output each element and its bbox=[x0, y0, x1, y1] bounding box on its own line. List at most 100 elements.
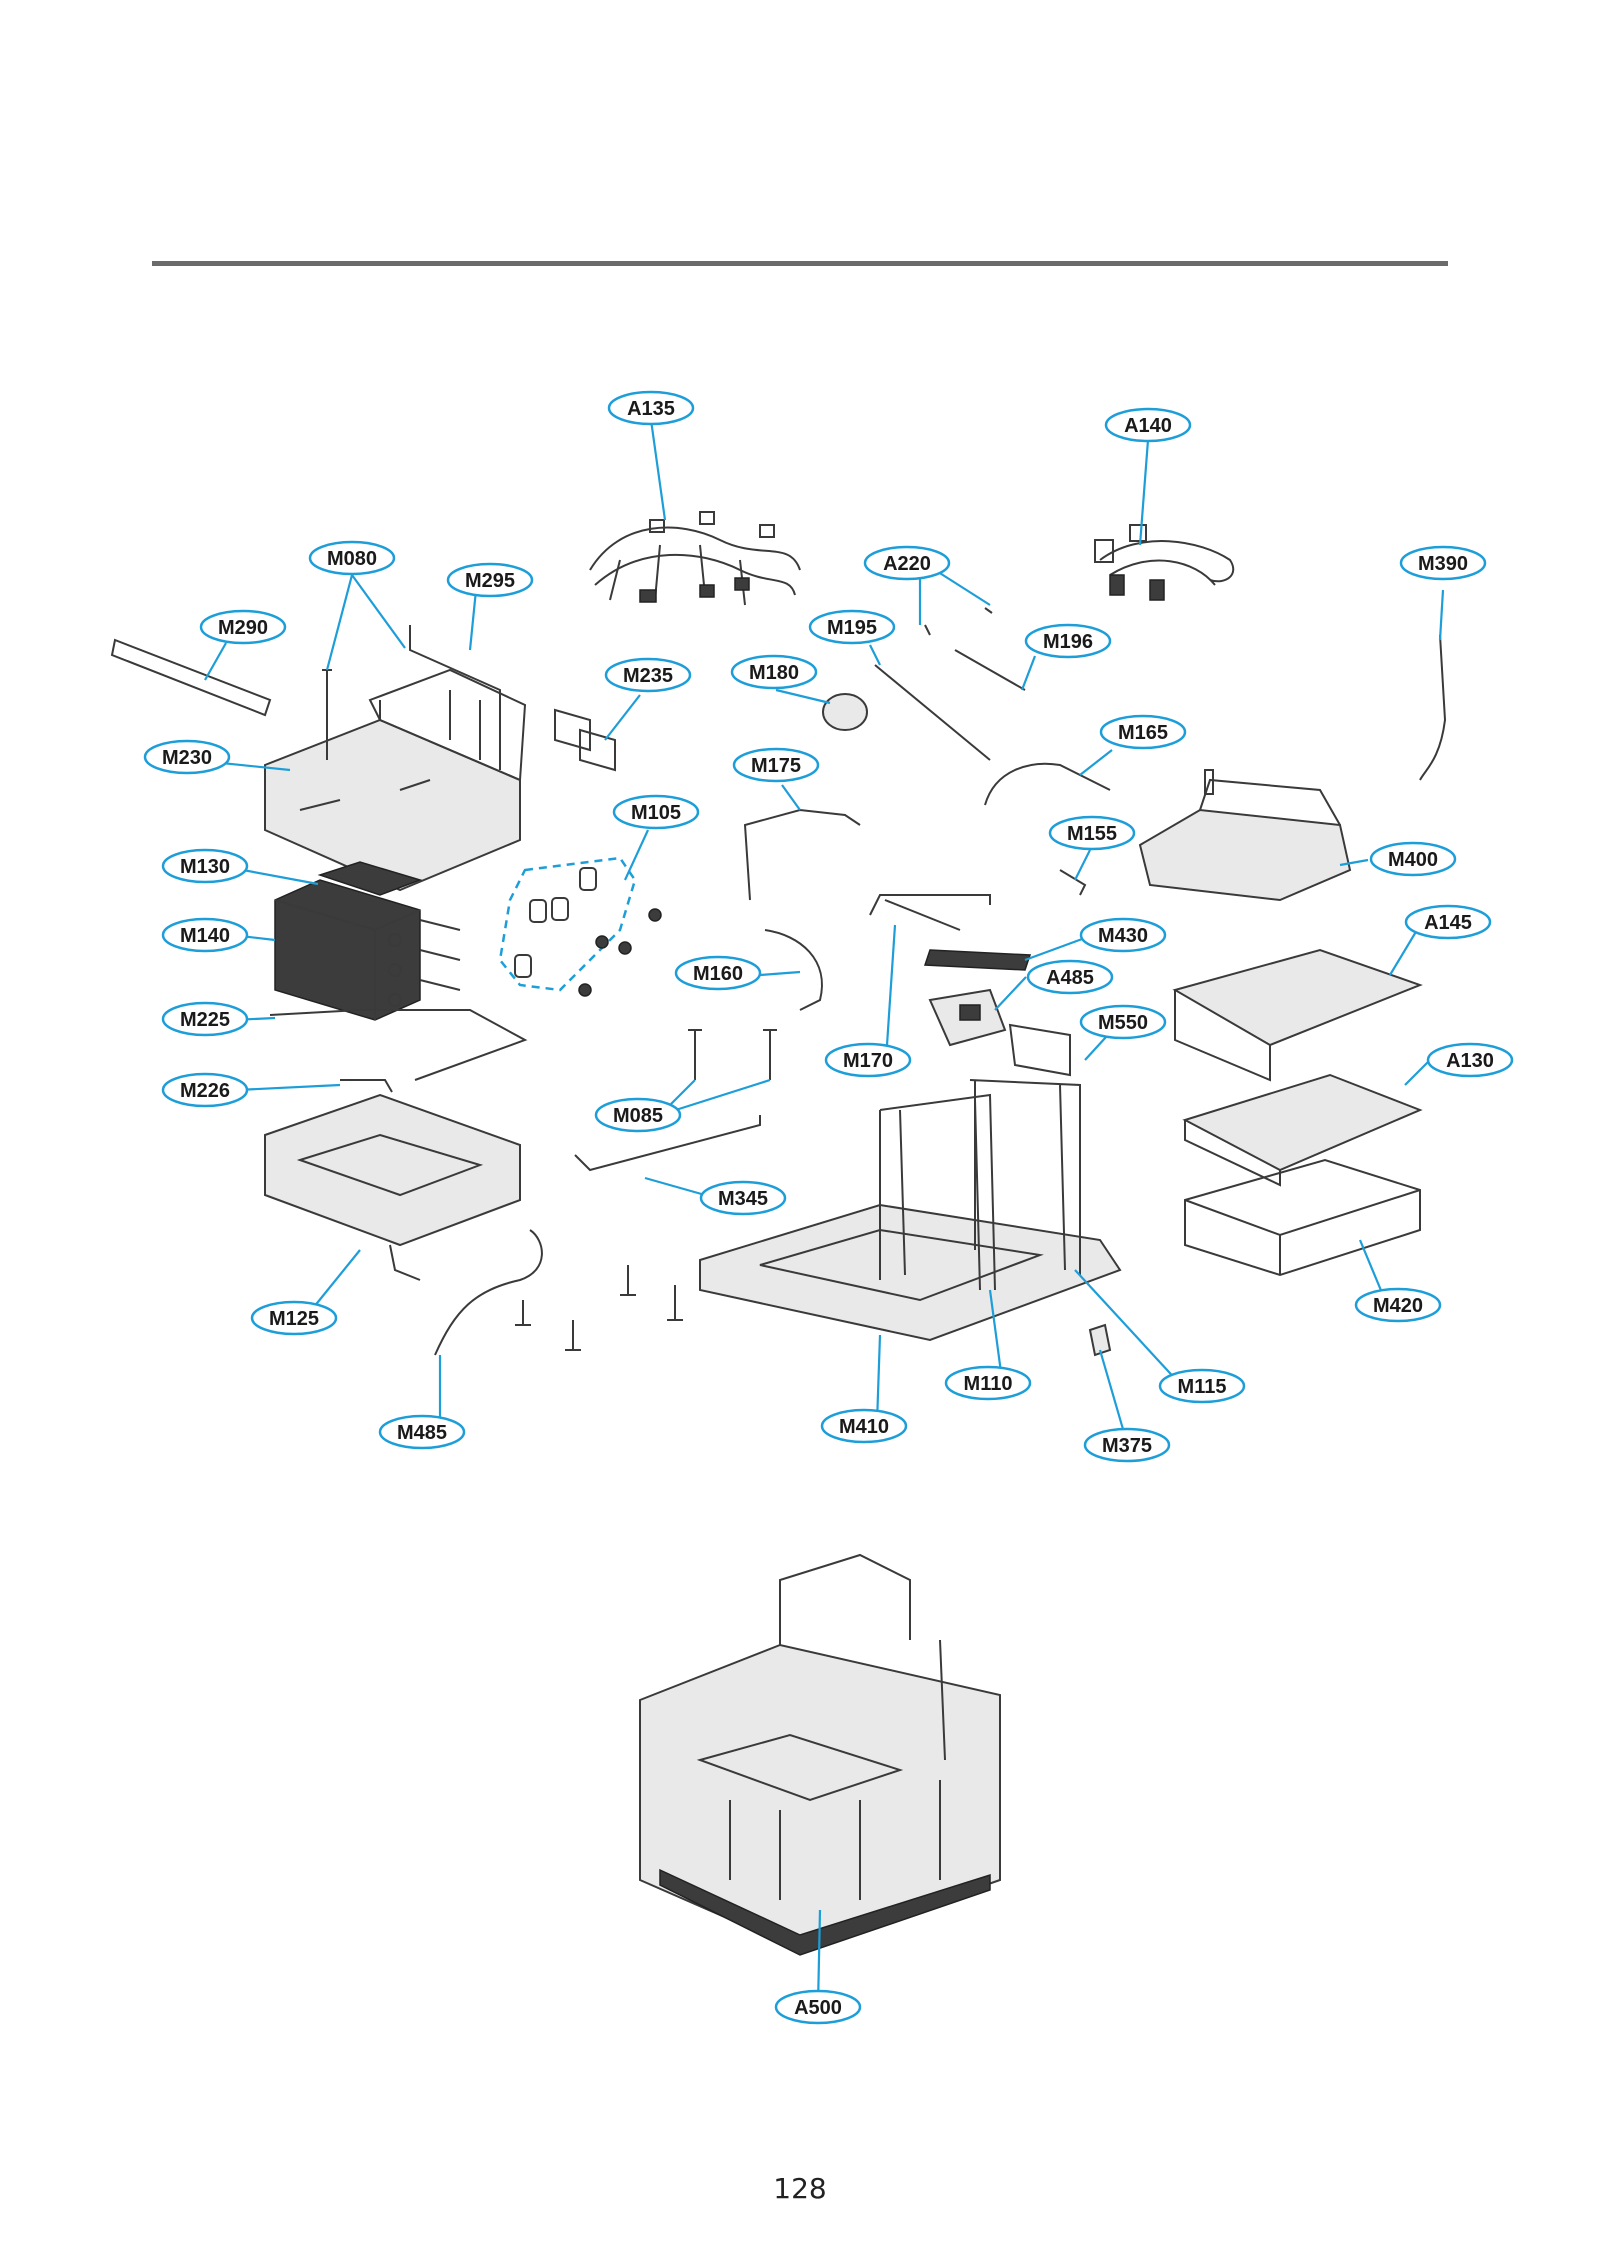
svg-text:M160: M160 bbox=[693, 963, 743, 985]
svg-text:M485: M485 bbox=[397, 1422, 447, 1444]
svg-text:A135: A135 bbox=[627, 398, 675, 420]
callout-m420: M420 bbox=[1354, 1287, 1442, 1323]
callout-m155: M155 bbox=[1048, 815, 1136, 851]
base-plate-m410 bbox=[699, 1203, 1122, 1342]
svg-text:M125: M125 bbox=[269, 1308, 319, 1330]
screws bbox=[515, 1265, 683, 1351]
drain-pan-m125 bbox=[264, 1093, 521, 1281]
svg-text:M195: M195 bbox=[827, 617, 877, 639]
svg-text:M226: M226 bbox=[180, 1080, 230, 1102]
svg-text:M345: M345 bbox=[718, 1188, 768, 1210]
svg-text:M400: M400 bbox=[1388, 849, 1438, 871]
callout-m140: M140 bbox=[161, 917, 249, 953]
drain-pipe-m390 bbox=[1419, 634, 1447, 781]
callout-m125: M125 bbox=[250, 1300, 338, 1336]
wire-harness-a135 bbox=[589, 511, 801, 606]
svg-text:A500: A500 bbox=[794, 1997, 842, 2019]
callout-m235: M235 bbox=[604, 657, 692, 693]
svg-text:M410: M410 bbox=[839, 1416, 889, 1438]
drain-hose-m485 bbox=[434, 1229, 543, 1356]
tube-m165 bbox=[984, 762, 1111, 806]
svg-text:M225: M225 bbox=[180, 1009, 230, 1031]
svg-text:M170: M170 bbox=[843, 1050, 893, 1072]
thermistor-m195 bbox=[874, 664, 991, 761]
callout-a500: A500 bbox=[774, 1989, 862, 2025]
pcb-board-side-a130 bbox=[1184, 1120, 1281, 1187]
callout-m550: M550 bbox=[1079, 1004, 1167, 1040]
valve-m180 bbox=[822, 693, 868, 731]
clip-m375 bbox=[1088, 1323, 1112, 1357]
callout-m226: M226 bbox=[161, 1072, 249, 1108]
svg-text:M105: M105 bbox=[631, 802, 681, 824]
cap-group-outline-m105 bbox=[498, 856, 637, 992]
callout-m390: M390 bbox=[1399, 545, 1487, 581]
svg-text:A485: A485 bbox=[1046, 967, 1094, 989]
tube-m160 bbox=[764, 929, 823, 1011]
callout-m160: M160 bbox=[674, 955, 762, 991]
clip-a220 bbox=[924, 607, 993, 636]
callout-m115: M115 bbox=[1158, 1368, 1246, 1404]
svg-text:M196: M196 bbox=[1043, 631, 1093, 653]
callout-m400: M400 bbox=[1369, 841, 1457, 877]
tube-m226 bbox=[340, 1079, 393, 1093]
evaporator-top-cover-m230 bbox=[264, 668, 527, 892]
svg-text:A145: A145 bbox=[1424, 912, 1472, 934]
callout-m230: M230 bbox=[143, 739, 231, 775]
callout-m290: M290 bbox=[199, 609, 287, 645]
callout-a135: A135 bbox=[607, 390, 695, 426]
callout-m345: M345 bbox=[699, 1180, 787, 1216]
svg-text:M110: M110 bbox=[964, 1373, 1013, 1395]
svg-text:M080: M080 bbox=[327, 548, 377, 570]
callout-m080: M080 bbox=[308, 540, 396, 576]
callout-m410: M410 bbox=[820, 1408, 908, 1444]
svg-text:M375: M375 bbox=[1102, 1435, 1152, 1457]
svg-text:M115: M115 bbox=[1178, 1376, 1227, 1398]
callout-m196: M196 bbox=[1024, 623, 1112, 659]
bracket-m295 bbox=[409, 625, 501, 720]
svg-text:M420: M420 bbox=[1373, 1295, 1423, 1317]
callout-m110: M110 bbox=[944, 1365, 1032, 1401]
callout-m105: M105 bbox=[612, 794, 700, 830]
callout-a140: A140 bbox=[1104, 407, 1192, 443]
svg-text:M295: M295 bbox=[465, 570, 515, 592]
callout-m430: M430 bbox=[1079, 917, 1167, 953]
callout-a485: A485 bbox=[1026, 959, 1114, 995]
gasket-strip-m430 bbox=[923, 949, 1032, 971]
heat-exchanger-m140 bbox=[274, 879, 461, 1021]
svg-text:A220: A220 bbox=[883, 553, 931, 575]
callout-a145: A145 bbox=[1404, 904, 1492, 940]
svg-text:A130: A130 bbox=[1446, 1050, 1494, 1072]
svg-text:M180: M180 bbox=[749, 662, 799, 684]
svg-text:M290: M290 bbox=[218, 617, 268, 639]
callout-a220: A220 bbox=[863, 545, 951, 581]
wire-harness-a140 bbox=[1094, 524, 1235, 601]
callout-m180: M180 bbox=[730, 654, 818, 690]
assembled-unit-a500 bbox=[639, 1553, 1001, 1956]
pcb-housing-m420 bbox=[1184, 1158, 1421, 1277]
frame-m115 bbox=[969, 1079, 1081, 1275]
spring-clips-m085 bbox=[688, 1029, 777, 1080]
water-tank-m400 bbox=[1138, 769, 1352, 902]
callout-m165: M165 bbox=[1099, 714, 1187, 750]
bracket-m550 bbox=[1008, 1023, 1071, 1077]
callout-a130: A130 bbox=[1426, 1042, 1514, 1078]
control-module-a485 bbox=[928, 988, 1007, 1047]
rod-m196 bbox=[954, 649, 1026, 691]
capillary-m225 bbox=[269, 1009, 528, 1081]
callout-m375: M375 bbox=[1083, 1427, 1171, 1463]
svg-text:M155: M155 bbox=[1067, 823, 1117, 845]
tube-m345 bbox=[574, 1115, 761, 1172]
filter-pads-m235 bbox=[554, 708, 616, 772]
svg-text:M130: M130 bbox=[180, 856, 230, 878]
callout-m170: M170 bbox=[824, 1042, 912, 1078]
tube-m155 bbox=[1059, 869, 1087, 896]
tube-m175 bbox=[743, 808, 861, 901]
callout-m195: M195 bbox=[808, 609, 896, 645]
callout-m175: M175 bbox=[732, 747, 820, 783]
svg-text:M235: M235 bbox=[623, 665, 673, 687]
svg-text:M430: M430 bbox=[1098, 925, 1148, 947]
svg-text:M165: M165 bbox=[1118, 722, 1168, 744]
callout-m485: M485 bbox=[378, 1414, 466, 1450]
pcb-cover-a145 bbox=[1172, 948, 1423, 1047]
